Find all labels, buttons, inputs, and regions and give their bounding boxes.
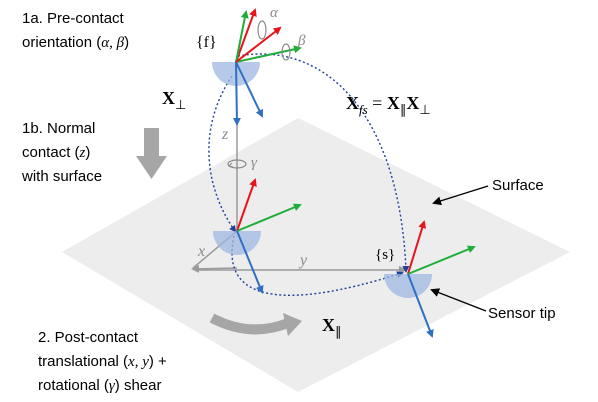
- caption-normal-contact-2: contact (z): [22, 144, 90, 161]
- path-x-perp: [208, 75, 237, 233]
- frame-s-label: {s}: [375, 247, 395, 263]
- surface-callout-arrow: [432, 185, 489, 206]
- caption-post-contact-3: rotational (γ) shear: [38, 377, 161, 394]
- axis-z-label: z: [221, 126, 229, 143]
- contact-axis-x: [191, 264, 238, 273]
- caption-pre-contact-1: 1a. Pre-contact: [22, 10, 125, 27]
- surface-plane: [62, 118, 570, 392]
- caption-normal-contact-3: with surface: [21, 168, 102, 185]
- gamma-rotation-icon: [227, 159, 247, 169]
- axis-x-label: x: [197, 243, 205, 260]
- beta-symbol: β: [297, 33, 306, 49]
- caption-post-contact-1: 2. Post-contact: [38, 329, 139, 346]
- sensor-post-contact: [384, 220, 476, 338]
- sensor-normal-contact: [213, 178, 302, 294]
- caption-normal-contact-1: 1b. Normal: [22, 120, 95, 137]
- alpha-symbol: α: [270, 5, 279, 21]
- path-x-fs: [237, 53, 410, 273]
- x-par-label: X∥: [322, 315, 342, 339]
- frame-f-label: {f}: [196, 34, 217, 51]
- x-perp-label: X⊥: [162, 88, 186, 112]
- caption-pre-contact-2: orientation (α, β): [22, 34, 129, 51]
- x-fs-equation: Xfs = X∥X⊥: [346, 93, 431, 117]
- normal-contact-arrow: [136, 128, 167, 179]
- surface-label: Surface: [492, 177, 544, 194]
- shear-arrow: [209, 313, 302, 336]
- caption-post-contact-2: translational (x, y) +: [38, 353, 167, 370]
- sensor-tip-callout-arrow: [430, 288, 487, 312]
- axis-y-label: y: [298, 252, 308, 269]
- alpha-rotation-icon: [257, 20, 267, 40]
- sensor-tip-label: Sensor tip: [488, 305, 556, 322]
- beta-rotation-icon: [281, 43, 291, 61]
- gamma-symbol: γ: [251, 155, 258, 171]
- sensor-pre-contact: [212, 8, 302, 126]
- path-x-par: [231, 235, 404, 297]
